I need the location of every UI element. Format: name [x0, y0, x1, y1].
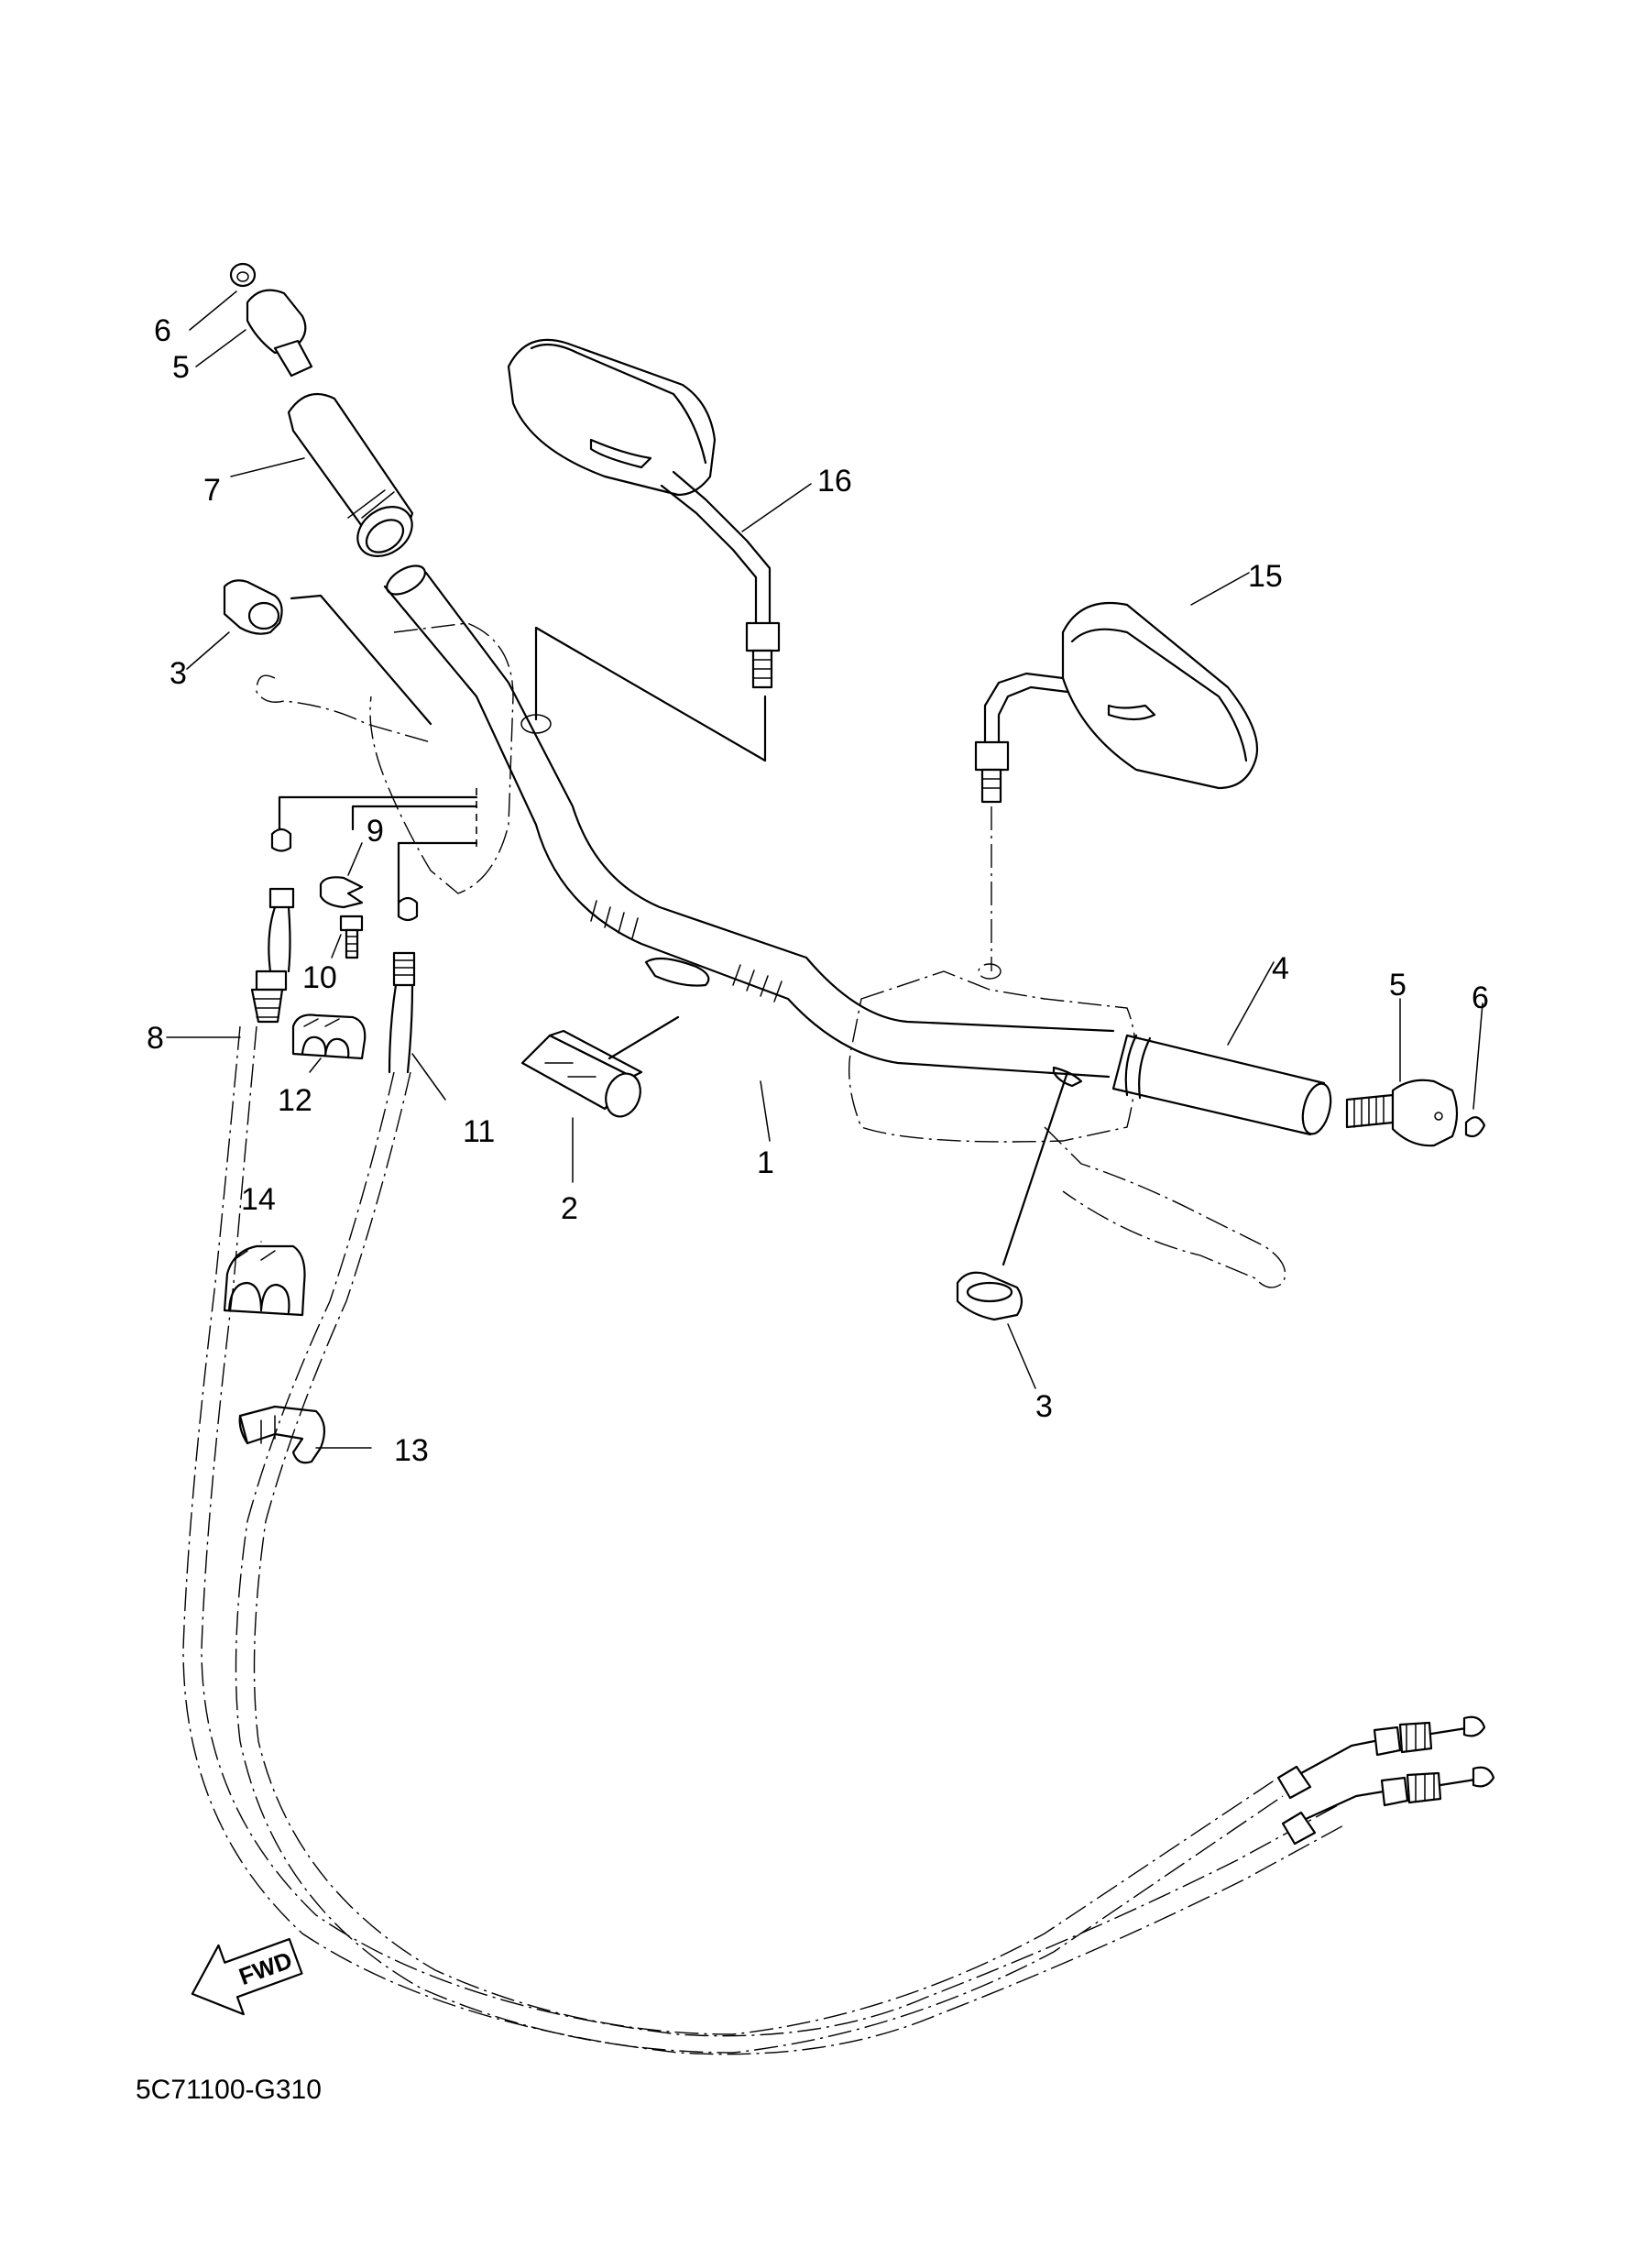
- drawing-code: 5C71100-G310: [136, 2075, 322, 2105]
- throttle-cable-end: [388, 896, 419, 1074]
- callout-13: 13: [394, 1433, 429, 1468]
- right-clamp-piece: [956, 1271, 1024, 1321]
- left-mirror: [507, 338, 781, 689]
- left-mirror-leader: [534, 626, 767, 762]
- callout-4: 4: [1272, 951, 1289, 986]
- cable-guide: [238, 1405, 326, 1464]
- left-mirror-mount: [520, 714, 552, 734]
- callout-7: 7: [203, 473, 221, 508]
- right-mirror: [974, 601, 1259, 804]
- callout-1: 1: [757, 1145, 774, 1180]
- callout-14: 14: [241, 1182, 276, 1217]
- callout-12: 12: [278, 1083, 312, 1118]
- bar-clamp: [520, 1029, 643, 1118]
- left-clamp-piece: [223, 579, 283, 635]
- callout-10: 10: [302, 960, 337, 995]
- callout-2: 2: [561, 1191, 578, 1226]
- callout-6-right: 6: [1472, 981, 1489, 1015]
- part-callouts: 6 5 7 3 16 15 4 5 6 9 10 8 12 11 2 1 14 …: [147, 313, 1489, 1468]
- ghost-right-lever: [848, 963, 1286, 1288]
- callout-11: 11: [463, 1114, 495, 1149]
- callout-9: 9: [367, 814, 384, 849]
- fwd-arrow: FWD: [191, 1937, 303, 2016]
- cables: [182, 1025, 1495, 2055]
- left-grip: [287, 392, 414, 557]
- callout-6-left: 6: [154, 313, 171, 348]
- right-grip: [1111, 1034, 1332, 1136]
- left-end-cap: [229, 262, 257, 288]
- right-bar-end: [1345, 1079, 1459, 1147]
- cable-holder-small: [291, 1013, 367, 1060]
- circlip: [319, 876, 364, 909]
- callout-15: 15: [1248, 559, 1283, 594]
- callout-5-left: 5: [172, 350, 190, 385]
- left-bar-end: [246, 289, 313, 378]
- leader-lines: [166, 290, 1483, 1449]
- callout-3-right: 3: [1035, 1389, 1053, 1424]
- callout-3-left: 3: [170, 656, 187, 691]
- clutch-cable-end: [250, 827, 295, 1024]
- right-end-cap: [1464, 1116, 1486, 1138]
- screw: [339, 915, 364, 959]
- handlebar: [383, 564, 1115, 1079]
- callout-5-right: 5: [1389, 968, 1407, 1003]
- callout-8: 8: [147, 1021, 164, 1056]
- callout-16: 16: [817, 464, 852, 499]
- cable-holder-large: [223, 1244, 306, 1317]
- ghost-left-lever: [256, 622, 514, 894]
